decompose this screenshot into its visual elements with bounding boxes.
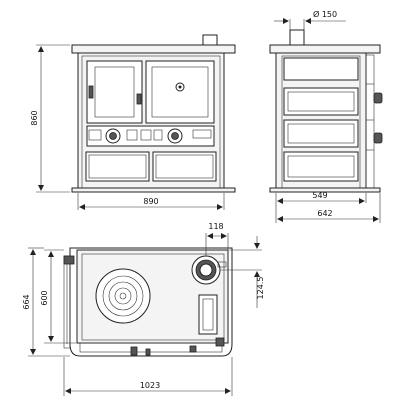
front-height-label: 860 [30,110,39,125]
top-offset-x-label: 118 [208,222,223,231]
front-hob-top [71,44,236,54]
top-view: 118 124.5 600 664 1023 [22,222,265,396]
front-right-door [145,60,215,124]
front-view: 860 890 [30,34,236,210]
top-hotplate [95,268,151,324]
side-handle-lower [373,132,383,144]
flue-diameter-label: Ø 150 [313,9,337,19]
side-panel-4 [283,151,359,182]
side-depth-inner-label: 549 [312,191,327,200]
side-handle-upper [373,92,383,104]
top-outer-outline [69,247,233,357]
front-left-drawer [85,151,150,182]
top-depth-outer-label: 664 [22,294,31,309]
side-hob-top [269,44,381,54]
side-depth-outer-label: 642 [317,209,332,218]
side-flue [289,29,305,47]
side-panel-1 [283,57,359,81]
top-offset-y-label: 124.5 [256,277,265,300]
front-width-label: 890 [143,197,158,206]
side-view: Ø 150 549 642 [269,9,383,223]
top-slot [198,294,218,335]
front-left-door [86,60,143,124]
front-flue [202,34,218,47]
top-depth-inner-label: 600 [40,290,49,305]
top-width-label: 1023 [140,381,160,390]
side-panel-3 [283,119,359,148]
top-flue-collar [191,255,227,285]
front-right-drawer [152,151,217,182]
side-panel-2 [283,87,359,116]
front-control-strip [86,125,215,147]
